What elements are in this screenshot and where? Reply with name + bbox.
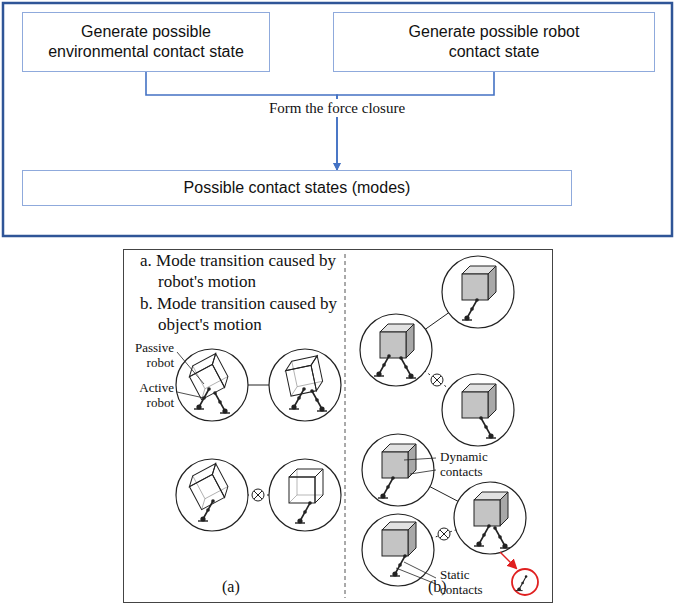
process-box: Generate possible environmental contact … [22, 12, 270, 72]
process-box: Generate possible robot contact state [333, 12, 655, 72]
figure-label: Dynamic contacts [440, 449, 506, 479]
mode-circle [462, 384, 496, 418]
mode-circle [362, 514, 434, 586]
mode-circle [176, 459, 248, 531]
zoom-callout [500, 552, 538, 595]
leader-line [177, 392, 204, 398]
transition-blocked-symbol [252, 374, 450, 540]
mode-circle [360, 314, 432, 386]
box-text: Possible contact states (modes) [184, 178, 411, 198]
flow-connector [337, 72, 494, 170]
box-text: Generate possible robot contact state [394, 22, 594, 62]
mode-circle [442, 256, 514, 328]
outer-frame [3, 3, 672, 236]
figure-frame [124, 250, 553, 603]
transition-blocked-symbol [431, 374, 443, 386]
mode-circle [194, 387, 211, 409]
mode-circle [474, 492, 508, 526]
mode-circle [493, 526, 510, 548]
leader-line [177, 352, 204, 384]
zoom-callout [500, 552, 516, 568]
leader-line [404, 458, 436, 460]
figure-frame [345, 254, 346, 598]
mode-circle [462, 266, 496, 300]
mode-circle [454, 482, 526, 554]
zoom-callout [516, 575, 528, 591]
connector-label: Form the force closure [265, 99, 409, 117]
mode-circle [269, 349, 341, 421]
zoom-callout [512, 569, 538, 595]
figure-label: Active robot [120, 380, 174, 410]
process-box: Possible contact states (modes) [22, 170, 572, 206]
mode-circle [186, 464, 232, 510]
mode-circle [362, 514, 434, 586]
leader-line [410, 470, 436, 474]
mode-circle [380, 324, 414, 358]
mode-circle [442, 256, 514, 328]
mode-circle [360, 314, 432, 386]
figure-label: Static contacts [440, 567, 504, 597]
figure-label: (b) [428, 578, 468, 596]
mode-circle [474, 524, 491, 546]
mode-circle [374, 354, 391, 376]
transition-blocked-symbol [252, 489, 264, 501]
leader-line [404, 562, 436, 578]
mode-circle [289, 387, 306, 409]
mode-circle [269, 459, 341, 531]
mode-circle [442, 374, 514, 446]
mode-circle [378, 476, 395, 498]
mode-circle [176, 349, 248, 421]
mode-circle [479, 416, 496, 438]
mode-circle [269, 349, 341, 421]
mode-circle [213, 391, 230, 413]
mode-circle [269, 459, 341, 531]
figure-label: Passive robot [120, 340, 174, 370]
legend-note: b. Mode transition caused by object's mo… [140, 293, 358, 335]
mode-circle [176, 459, 248, 531]
mode-circle [442, 374, 514, 446]
mode-circle [399, 356, 416, 378]
mode-circle [362, 434, 434, 506]
mode-circle [310, 389, 327, 411]
mode-circle [462, 298, 479, 320]
transition-blocked-symbol [438, 528, 450, 540]
mode-circle [295, 501, 312, 523]
flow-connector [146, 72, 337, 170]
mode-circle [362, 434, 434, 506]
mode-circle [198, 499, 215, 521]
mode-circle [390, 554, 407, 576]
mode-circle [382, 444, 416, 478]
figure-label: (a) [222, 578, 262, 596]
mode-circle [289, 469, 323, 503]
legend-note: a. Mode transition caused by robot's mot… [140, 250, 358, 292]
outer-frame [3, 3, 672, 236]
figure-frame [124, 250, 553, 603]
leader-line [177, 352, 436, 584]
mode-circle [176, 349, 248, 421]
box-text: Generate possible environmental contact … [31, 22, 261, 62]
mode-circle [186, 354, 232, 400]
mode-circle [454, 482, 526, 554]
mode-circle [382, 522, 416, 556]
